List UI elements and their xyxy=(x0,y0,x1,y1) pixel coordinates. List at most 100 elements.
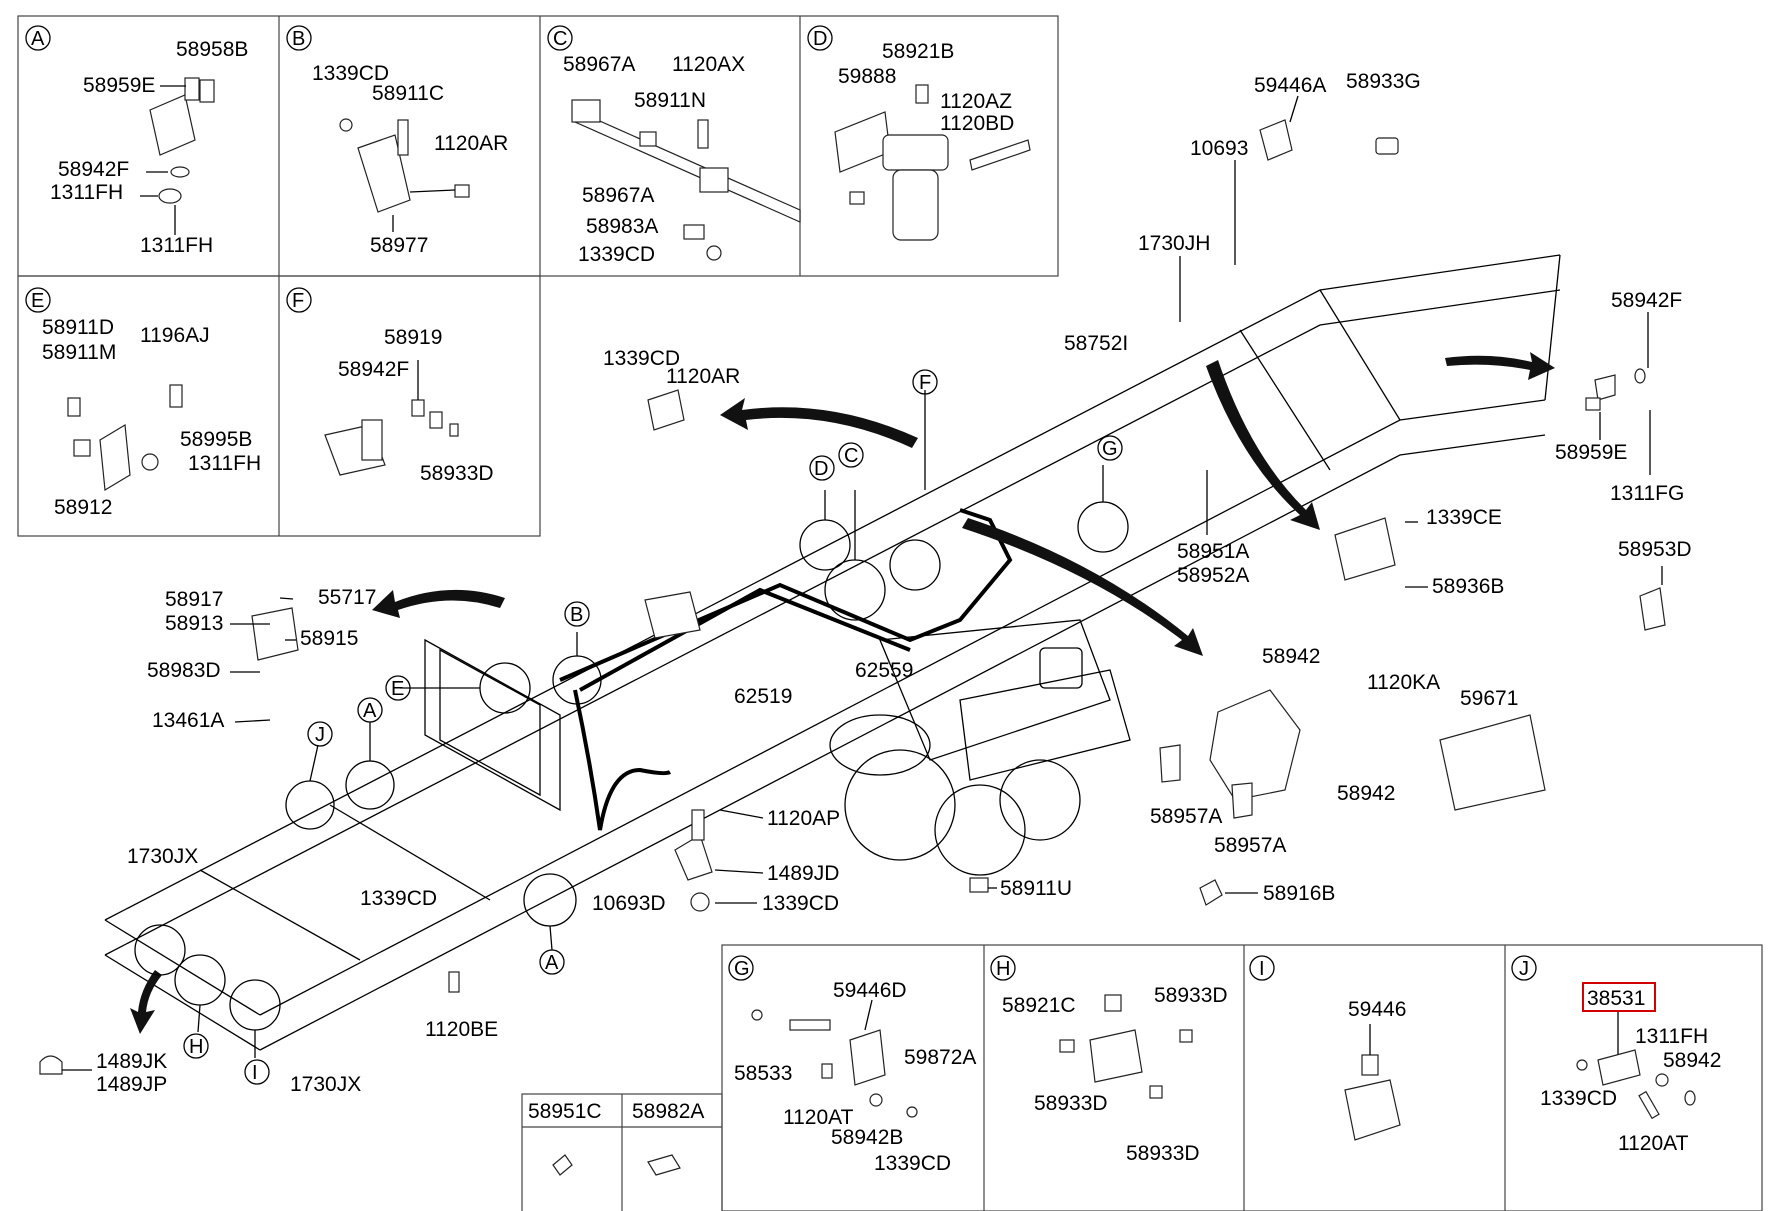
panel-b: B 1339CD 58911C 1120AR 58977 xyxy=(286,25,508,257)
valve-part xyxy=(849,1029,886,1086)
part-label: 1120AZ xyxy=(940,90,1012,113)
part-label: 62559 xyxy=(855,659,913,682)
part-label: 58942 xyxy=(1337,782,1395,805)
nut-part xyxy=(639,131,657,147)
detail-panels-top xyxy=(17,15,1059,537)
fitting-part xyxy=(73,439,91,457)
panel-i: I 59446 xyxy=(1249,955,1406,1141)
part-label: 59888 xyxy=(838,65,896,88)
bracket-part xyxy=(1639,587,1666,631)
part-label-highlighted: 38531 xyxy=(1587,987,1645,1010)
panel-c: C 58967A 1120AX 58911N 58967A 58983A 133… xyxy=(547,25,801,266)
part-label: 58911M xyxy=(42,341,116,364)
nut-part xyxy=(339,118,353,132)
part-label: 58912 xyxy=(54,496,112,519)
fitting-part xyxy=(1059,1039,1075,1053)
bracket-part xyxy=(647,1154,681,1176)
bracket-part xyxy=(1231,782,1253,819)
clamp-part xyxy=(571,99,601,123)
table-col1: 58951C xyxy=(528,1100,602,1123)
bolt-part xyxy=(448,971,460,993)
fitting-part xyxy=(67,397,81,417)
part-label: 58933D xyxy=(420,462,494,485)
fitting-part xyxy=(969,877,989,893)
highlight-box xyxy=(1582,982,1656,1012)
cylinder-part xyxy=(1439,714,1546,811)
part-label: 58921C xyxy=(1002,994,1076,1017)
part-label: 1339CD xyxy=(762,892,839,915)
panel-d-letter: D xyxy=(813,28,827,50)
part-label: 1120KA xyxy=(1367,671,1440,694)
part-label: 58957A xyxy=(1214,834,1286,857)
bracket-part xyxy=(647,389,685,431)
pointer-arrows xyxy=(130,352,1555,1034)
bracket-part xyxy=(149,94,196,156)
part-label: 1489JD xyxy=(767,862,839,885)
valve-part xyxy=(1334,517,1396,581)
bolt-part xyxy=(169,384,183,408)
part-label: 58959E xyxy=(83,74,155,97)
part-label: 58952A xyxy=(1177,564,1249,587)
part-label: 58957A xyxy=(1150,805,1222,828)
part-label: 58936B xyxy=(1432,575,1504,598)
fitting-part xyxy=(184,77,200,101)
washer-part xyxy=(170,166,190,178)
part-label: 58951A xyxy=(1177,540,1249,563)
fitting-part xyxy=(915,84,929,104)
valve-part xyxy=(882,134,949,171)
nut-part xyxy=(751,1009,763,1021)
part-label: 1489JP xyxy=(96,1073,167,1096)
fitting-part xyxy=(429,411,443,429)
part-label: 58911N xyxy=(634,89,706,112)
part-label: 58933D xyxy=(1034,1092,1108,1115)
callout-a: A xyxy=(363,700,377,722)
part-label: 58942 xyxy=(1262,645,1320,668)
table-col2: 58982A xyxy=(632,1100,704,1123)
part-label: 1339CE xyxy=(1426,506,1502,529)
part-label: 1339CD xyxy=(578,243,655,266)
valve-assembly xyxy=(1209,689,1301,801)
detail-panels-bottom xyxy=(721,944,1763,1211)
fitting-part xyxy=(199,79,215,103)
part-label: 58942 xyxy=(1663,1049,1721,1072)
part-label: 1120BD xyxy=(940,112,1014,135)
bracket-part xyxy=(1159,744,1181,783)
bracket-part xyxy=(683,224,705,240)
nut-part xyxy=(158,188,182,204)
valve-body xyxy=(361,419,383,461)
panel-a-letter: A xyxy=(31,28,45,50)
part-label: 1311FH xyxy=(1635,1025,1708,1048)
part-label: 58913 xyxy=(165,612,223,635)
part-label: 1311FG xyxy=(1610,482,1684,505)
panel-h: H 58921C 58933D 58933D 58933D xyxy=(990,955,1228,1165)
panel-h-letter: H xyxy=(996,958,1010,980)
block-part xyxy=(1259,119,1293,161)
fitting-part xyxy=(449,423,459,437)
bolt-part xyxy=(691,809,705,841)
panel-f-letter: F xyxy=(292,290,304,312)
callout-circles xyxy=(134,390,1129,1058)
callout-d: D xyxy=(814,458,828,480)
callout-g: G xyxy=(1102,438,1118,460)
part-label: 58958B xyxy=(176,38,248,61)
part-label: 1196AJ xyxy=(140,324,210,347)
brake-pipes xyxy=(559,508,1013,831)
bolt-part xyxy=(454,184,470,198)
part-label: 58911D xyxy=(42,316,114,339)
plate-part xyxy=(834,111,891,173)
panel-e-letter: E xyxy=(31,290,44,312)
part-label: 58915 xyxy=(300,627,358,650)
part-label: 58942F xyxy=(1611,289,1682,312)
part-label: 58959E xyxy=(1555,441,1627,464)
panel-g-letter: G xyxy=(734,958,750,980)
part-label: 1339CD xyxy=(360,887,437,910)
nut-part xyxy=(706,245,722,261)
panel-j-letter: J xyxy=(1519,958,1529,980)
nut-part xyxy=(1576,1059,1588,1071)
part-label: 59671 xyxy=(1460,687,1518,710)
fitting-part xyxy=(1375,137,1399,155)
part-label: 58917 xyxy=(165,588,223,611)
part-label: 1120BE xyxy=(425,1018,498,1041)
part-label: 58533 xyxy=(734,1062,792,1085)
